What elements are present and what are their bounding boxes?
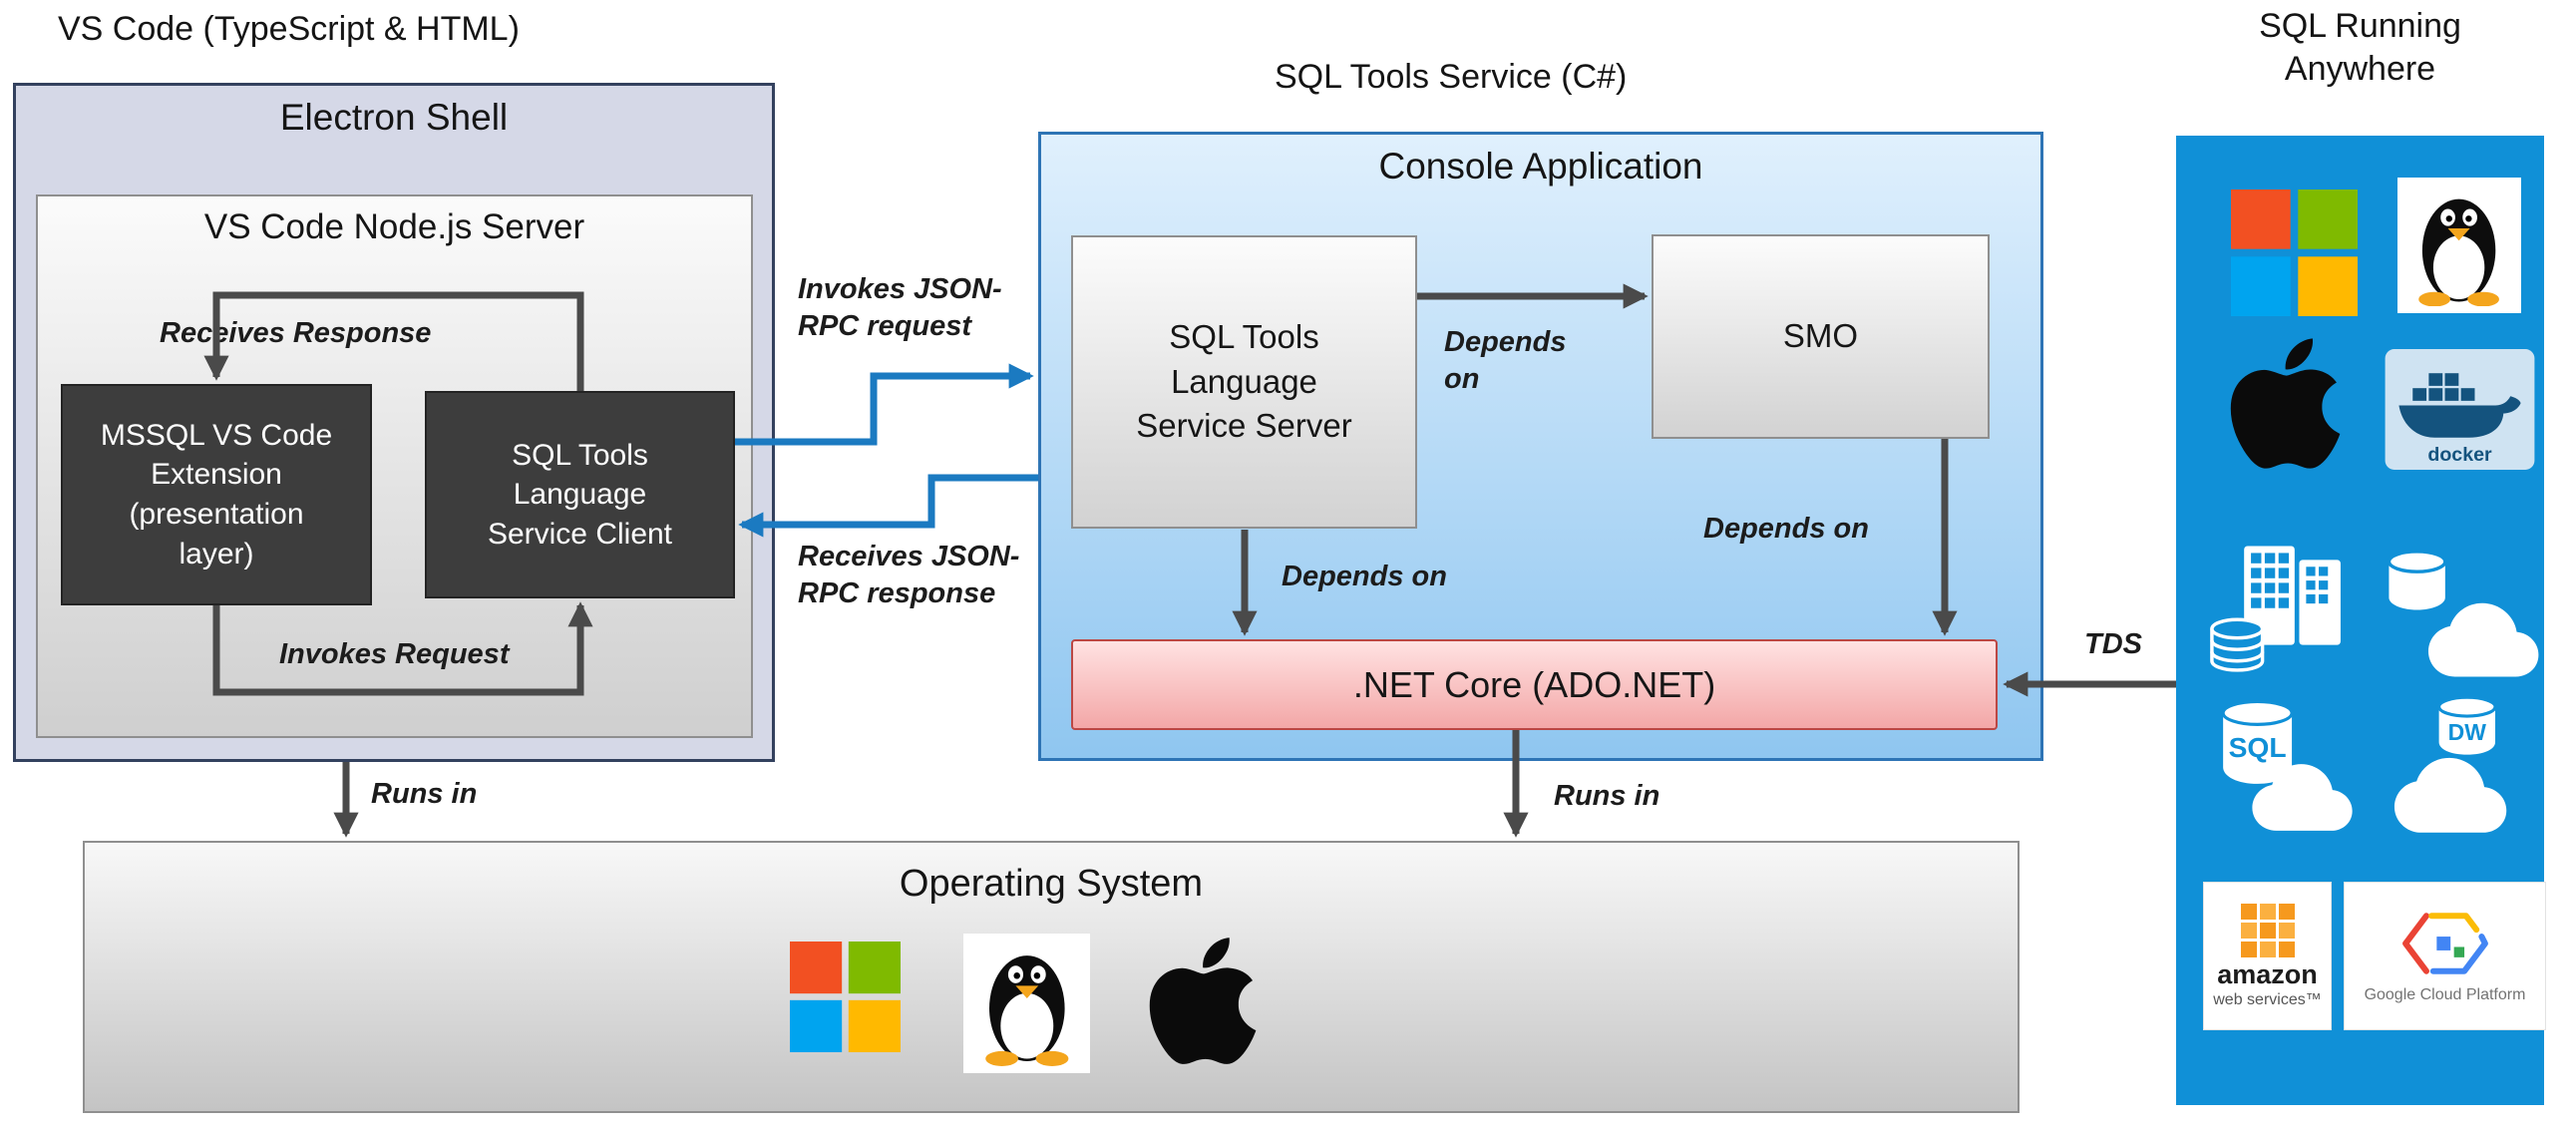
gcp-logo: Google Cloud Platform [2344,882,2546,1030]
docker-label: docker [2427,444,2492,466]
invokes-request-label: Invokes Request [279,638,510,670]
depends-on-label-3: Depends on [1703,513,1869,545]
runs-in-label-1: Runs in [371,778,478,810]
linux-tux-icon [2397,178,2521,313]
service-server-box: SQL Tools Language Service Server [1071,235,1417,529]
operating-system-label: Operating System [899,863,1204,905]
cloud-database-icon [2374,544,2546,684]
aws-logo: amazon web services™ [2203,882,2332,1030]
apple-logo-icon [2222,329,2349,478]
sql-anywhere-panel: docker [2176,136,2546,1105]
runs-in-label-2: Runs in [1554,780,1660,812]
azure-sql-cloud-icon: SQL [2200,692,2357,833]
aws-subtitle: web services™ [2213,991,2322,1008]
tds-label: TDS [2084,628,2142,660]
sql-tools-service-title: SQL Tools Service (C#) [1275,58,1628,96]
dotnet-core-box: .NET Core (ADO.NET) [1071,639,1998,730]
windows-logo-icon [790,942,901,1052]
sql-running-anywhere-title: SQL Running Anywhere [2259,7,2461,88]
node-server-label: VS Code Node.js Server [203,207,585,246]
aws-cubes-icon [2240,904,2295,957]
apple-logo-icon [1148,929,1258,1073]
linux-tux-icon [963,934,1090,1073]
console-application-label: Console Application [1378,146,1703,187]
dw-label: DW [2448,719,2487,745]
invokes-jsonrpc-label: Invokes JSON- RPC request [798,273,1002,343]
receives-jsonrpc-arrow [738,474,1038,538]
depends-on-label-1: Depends on [1444,326,1567,396]
gcp-hexagon-icon [2401,912,2488,974]
vscode-section-title: VS Code (TypeScript & HTML) [58,10,520,48]
server-datacenter-icon [2205,544,2349,684]
aws-name: amazon [2217,959,2318,989]
service-client-box: SQL Tools Language Service Client [425,391,735,598]
gcp-name: Google Cloud Platform [2364,985,2526,1003]
depends-on-label-2: Depends on [1282,561,1447,592]
invokes-jsonrpc-arrow [735,363,1034,446]
operating-system-box: Operating System [83,841,2020,1113]
mssql-extension-box: MSSQL VS Code Extension (presentation la… [61,384,372,605]
smo-box: SMO [1652,234,1990,439]
windows-logo-icon [2228,189,2361,316]
azure-dw-cloud-icon: DW [2374,692,2546,833]
receives-jsonrpc-label: Receives JSON- RPC response [798,541,1020,610]
electron-shell-label: Electron Shell [279,97,509,138]
sql-label: SQL [2229,731,2287,763]
docker-icon: docker [2385,349,2535,470]
receives-response-label: Receives Response [160,317,432,349]
